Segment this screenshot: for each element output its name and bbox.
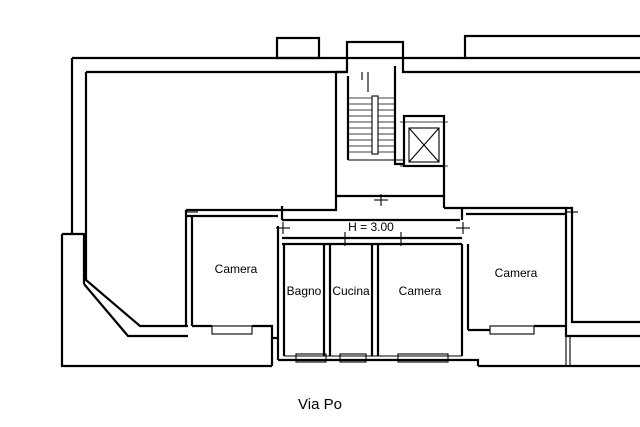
room-label-cucina: Cucina	[332, 284, 370, 298]
room-label-camera-center: Camera	[399, 284, 442, 298]
stair-treads-left	[348, 97, 372, 153]
outer-walls	[60, 56, 640, 368]
apartment-walls	[184, 194, 640, 366]
street-label: Via Po	[298, 396, 342, 413]
ceiling-height-label: H = 3.00	[348, 220, 394, 234]
stairwell	[334, 58, 444, 198]
stair-treads-right	[378, 97, 395, 153]
room-label-bagno: Bagno	[287, 284, 322, 298]
room-label-camera-left: Camera	[215, 262, 258, 276]
elevator-shaft	[400, 114, 448, 208]
roof-elements	[275, 34, 640, 60]
room-label-camera-right: Camera	[495, 266, 538, 280]
